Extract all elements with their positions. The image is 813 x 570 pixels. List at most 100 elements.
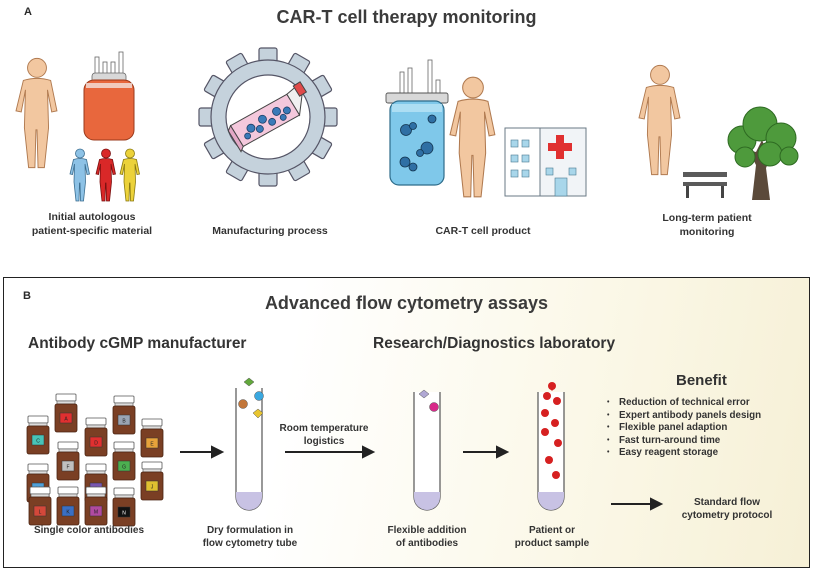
caption-single-color: Single color antibodies bbox=[33, 525, 144, 536]
antibody-vial: F bbox=[56, 441, 80, 481]
manufacturer-heading: Antibody cGMP manufacturer bbox=[28, 335, 247, 352]
vial-label-swatch bbox=[61, 460, 75, 472]
benefit-item: Flexible panel adaption bbox=[607, 422, 761, 435]
label-line: product sample bbox=[514, 538, 590, 549]
antibody-vial: L bbox=[28, 486, 52, 526]
label-line: Patient or bbox=[528, 525, 576, 536]
panel-b-title: Advanced flow cytometry assays bbox=[264, 293, 549, 313]
antibody-vial-grid: ABCDEFGHIJKLMN bbox=[26, 393, 164, 527]
label-line: Room temperature bbox=[279, 423, 369, 434]
panel-b-letter: B bbox=[23, 290, 31, 302]
laboratory-heading: Research/Diagnostics laboratory bbox=[373, 335, 616, 352]
added-antibody-dot bbox=[429, 402, 439, 412]
benefit-list: Reduction of technical error Expert anti… bbox=[607, 397, 761, 460]
label-line: Dry formulation in bbox=[206, 525, 294, 536]
antibody-vial: G bbox=[112, 441, 136, 481]
caption-cart-product: CAR-T cell product bbox=[408, 224, 558, 238]
cart-product-illustration bbox=[385, 59, 587, 198]
antibody-vial: M bbox=[84, 486, 108, 526]
benefit-item: Easy reagent storage bbox=[607, 447, 761, 460]
arrow-head bbox=[362, 445, 376, 459]
label-line: logistics bbox=[303, 436, 345, 447]
long-term-monitoring-illustration bbox=[638, 64, 799, 200]
panel-a-title: CAR-T cell therapy monitoring bbox=[276, 7, 537, 27]
caption-manufacturing: Manufacturing process bbox=[190, 224, 350, 238]
vial-label-swatch bbox=[117, 460, 131, 472]
caption-line: Long-term patient bbox=[662, 212, 752, 224]
vial-label-swatch bbox=[89, 436, 103, 448]
person-yellow-icon bbox=[119, 148, 140, 202]
arrow-head bbox=[650, 497, 664, 511]
caption-line: patient-specific material bbox=[31, 225, 153, 237]
tube-patient-sample bbox=[537, 382, 565, 511]
dry-reagent-dot bbox=[243, 377, 255, 387]
label-line: Standard flow bbox=[693, 497, 761, 508]
vial-label-text: C bbox=[36, 439, 40, 445]
blood-bag bbox=[83, 51, 135, 141]
dry-reagent-dot bbox=[238, 399, 248, 409]
vial-label-swatch bbox=[145, 437, 159, 449]
antibody-vial: D bbox=[84, 417, 108, 457]
antibody-vial: J bbox=[140, 461, 164, 501]
arrow-head bbox=[211, 445, 225, 459]
vial-label-text: G bbox=[122, 465, 126, 471]
caption-line: Manufacturing process bbox=[212, 225, 328, 237]
antibody-vial: E bbox=[140, 418, 164, 458]
process-arrows bbox=[180, 445, 664, 511]
hospital-building bbox=[504, 127, 587, 197]
vial-label-text: J bbox=[151, 485, 154, 491]
caption-standard-protocol: Standard flow cytometry protocol bbox=[665, 496, 789, 522]
tube-dry-formulation bbox=[235, 377, 264, 511]
arrow-head bbox=[496, 445, 510, 459]
antibody-vial: N bbox=[112, 487, 136, 527]
vial-label-swatch bbox=[117, 506, 131, 518]
added-antibody-dot bbox=[418, 389, 430, 399]
sample-cells bbox=[541, 382, 562, 479]
arrow-label-logistics: Room temperature logistics bbox=[272, 422, 376, 448]
vial-label-text: N bbox=[122, 511, 126, 517]
antibody-vial: C bbox=[26, 415, 50, 455]
panel-a-letter: A bbox=[24, 6, 32, 18]
benefit-item: Reduction of technical error bbox=[607, 397, 761, 410]
tube-flexible-addition bbox=[413, 389, 441, 511]
label-line: cytometry protocol bbox=[681, 510, 773, 521]
label-line: flow cytometry tube bbox=[202, 538, 298, 549]
vial-label-swatch bbox=[59, 412, 73, 424]
vial-label-swatch bbox=[89, 505, 103, 517]
person-red-icon bbox=[95, 148, 116, 202]
patient-figure bbox=[15, 57, 58, 169]
caption-line: CAR-T cell product bbox=[435, 225, 531, 237]
vial-label-text: E bbox=[150, 442, 154, 448]
benefit-item: Fast turn-around time bbox=[607, 435, 761, 448]
vial-label-text: M bbox=[94, 510, 98, 516]
vial-label-text: A bbox=[64, 417, 68, 423]
vial-label-text: K bbox=[66, 510, 70, 516]
benefit-heading: Benefit bbox=[676, 372, 727, 389]
label-line: of antibodies bbox=[395, 538, 459, 549]
vial-label-swatch bbox=[145, 480, 159, 492]
vial-label-swatch bbox=[31, 434, 45, 446]
initial-material-illustration bbox=[15, 51, 140, 202]
vial-label-swatch bbox=[61, 505, 75, 517]
person-blue-icon bbox=[69, 148, 90, 202]
caption-initial-material: Initial autologous patient-specific mate… bbox=[2, 210, 182, 238]
caption-line: monitoring bbox=[679, 226, 735, 238]
dry-reagent-dot bbox=[252, 408, 264, 419]
caption-line: Initial autologous bbox=[48, 211, 136, 223]
antibody-vial: K bbox=[56, 486, 80, 526]
patient-figure bbox=[449, 76, 496, 198]
benefit-item: Expert antibody panels design bbox=[607, 410, 761, 423]
vial-label-text: L bbox=[39, 510, 42, 516]
patient-figure bbox=[638, 64, 681, 176]
caption-long-term: Long-term patient monitoring bbox=[632, 211, 782, 239]
caption-patient-sample: Patient or product sample bbox=[505, 524, 599, 550]
vial-label-swatch bbox=[33, 505, 47, 517]
label-line: Flexible addition bbox=[387, 525, 467, 536]
antibody-vial: A bbox=[54, 393, 78, 433]
dry-reagent-dot bbox=[254, 391, 264, 401]
caption-flexible-addition: Flexible addition of antibodies bbox=[375, 524, 479, 550]
vial-label-swatch bbox=[117, 414, 131, 426]
caption-dry-formulation: Dry formulation in flow cytometry tube bbox=[188, 524, 312, 550]
manufacturing-gear-illustration bbox=[198, 47, 338, 187]
